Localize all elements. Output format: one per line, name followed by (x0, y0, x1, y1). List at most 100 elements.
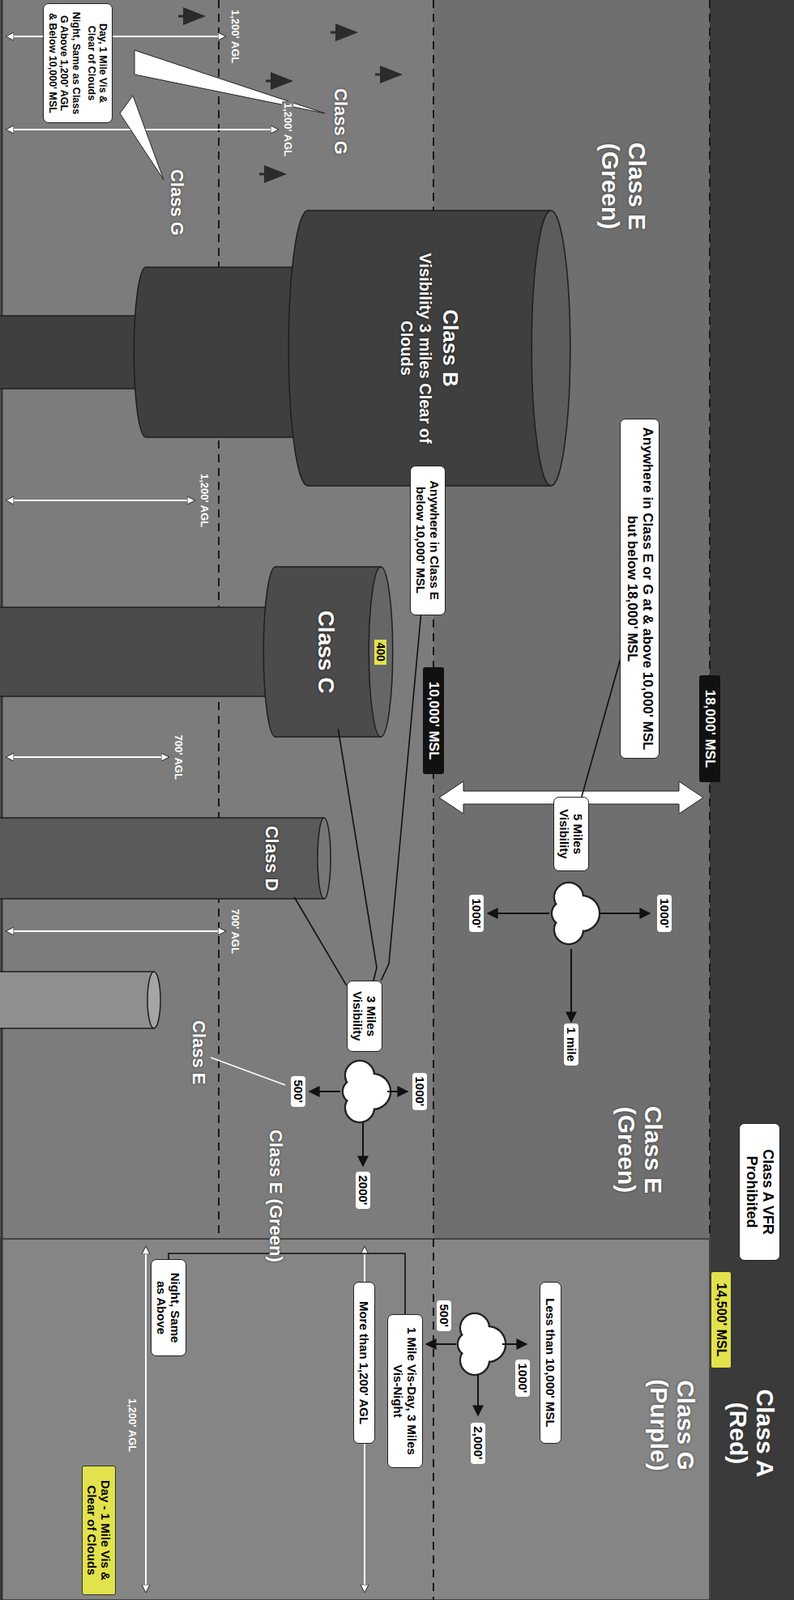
node-text: 10,000' MSL (425, 674, 442, 769)
tree-trunk (330, 31, 336, 35)
clearance-value: 1000' (469, 895, 485, 934)
class-c-cylinder (0, 607, 282, 697)
node-text: 1 Mile Vis-Day, 3 Miles Vis-Night (391, 1322, 420, 1462)
clearance-value: 2000' (355, 1172, 372, 1211)
class-b-cylinder-part (307, 210, 551, 487)
airspace-label: Class E (Green) (597, 109, 651, 264)
class-c-cylinder-part (0, 607, 276, 697)
cloud-symbol (457, 1314, 506, 1376)
class-c-cylinder (263, 567, 393, 738)
cloud-fill (343, 1080, 366, 1103)
clearance-arrow (570, 949, 573, 1023)
class-c-cylinder-part (0, 695, 276, 698)
node-text: Class A VFR Prohibited (742, 1131, 777, 1255)
leader-line (210, 1058, 286, 1086)
node-text: 3 Miles Visibility (350, 988, 380, 1046)
callout-box: Day - 1 Mile Vis & Clear of Clouds (81, 1466, 117, 1597)
class-e-cylinder-part (0, 1028, 154, 1030)
altitude-label: 400 (374, 640, 387, 666)
tree-trunk (265, 80, 271, 83)
callout-box: 18,000' MSL (699, 675, 721, 783)
callout-box: Night, Same as Above (150, 1259, 188, 1358)
callout-box: 14,500' MSL (710, 1272, 732, 1370)
class-e-cylinder-part (0, 971, 154, 974)
clearance-value: 500' (290, 1076, 307, 1109)
ground-line (0, 0, 4, 1600)
clearance-arrow (387, 1091, 408, 1093)
class-b-cylinder-part (145, 266, 308, 269)
altitude-line (708, 0, 711, 1240)
node-text: Less than 10,000' MSL (543, 1289, 558, 1438)
class-d-cylinder-part (0, 817, 325, 820)
class-c-cylinder-part (275, 566, 381, 568)
callout-box: Class A VFR Prohibited (738, 1123, 781, 1262)
clearance-value: 2,000' (470, 1423, 487, 1465)
tree-trunk (178, 15, 184, 18)
clearance-arrow (145, 1247, 147, 1593)
class-c-cylinder-part (275, 567, 381, 738)
callout-box: Anywhere in Class E or G at & above 10,0… (619, 418, 660, 760)
class-b-cylinder (288, 210, 571, 487)
airspace-label: Class A (Red) (725, 1373, 779, 1495)
altitude-label: 1,200' AGL (229, 8, 241, 65)
clearance-value: 1 mile (563, 1024, 580, 1068)
class-b-cylinder-part (0, 388, 146, 390)
class-b-cylinder-part (0, 315, 146, 317)
class-b-cylinder-part (145, 267, 308, 438)
node-text: Day, 1 Mile Vis & Clear of Clouds (85, 10, 110, 116)
callout-box: 10,000' MSL (422, 667, 444, 775)
callout-box: Anywhere in Class E below 10,000' MSL (409, 465, 447, 616)
clearance-arrow (309, 1091, 341, 1093)
tree-symbol (335, 23, 359, 42)
airspace-label: Class G (166, 169, 187, 236)
node-text: Day - 1 Mile Vis & Clear of Clouds (85, 1473, 114, 1589)
clearance-value: 1000' (412, 1073, 428, 1112)
class-b-cylinder-part (0, 315, 146, 389)
node-text: Night, Same as Class G Above 1,200' AGL … (46, 10, 82, 116)
node-text: Anywhere in Class E or G at & above 10,0… (623, 426, 656, 752)
clearance-value: 1000' (657, 895, 673, 934)
node-text: 5 Miles Visibility (557, 804, 586, 865)
class-d-cylinder-part (317, 818, 331, 900)
callout-wedge (119, 95, 164, 180)
class-d-cylinder-part (0, 898, 325, 901)
cloud-symbol (342, 1061, 391, 1123)
class-e-cylinder-part (0, 972, 154, 1029)
clearance-arrow (6, 35, 226, 38)
callout-box: 5 Miles Visibility (553, 797, 590, 872)
altitude-label: 1,200' AGL (198, 472, 210, 530)
callout-box: Day, 1 Mile Vis & Clear of CloudsNight, … (42, 3, 114, 124)
airspace-cylinder: Class C (289, 575, 363, 730)
cloud-fill (458, 1333, 481, 1356)
tree-symbol (183, 7, 206, 26)
node-text: Class B (438, 309, 463, 387)
tree-symbol (270, 72, 294, 90)
airspace-cylinder: Class BVisibility 3 miles Clear of Cloud… (332, 226, 527, 470)
tree-trunk (375, 73, 380, 77)
clearance-arrow (6, 499, 195, 502)
leader-line (380, 615, 421, 982)
clearance-arrow (6, 930, 226, 933)
callout-box: More than 1,200' AGL (353, 1282, 376, 1445)
airspace-label: Class G (Purple) (645, 1357, 700, 1495)
node-text: 18,000' MSL (701, 682, 718, 777)
airspace-label: Class E (Green) (265, 1130, 286, 1244)
class-d-cylinder (0, 818, 331, 900)
leader-line (294, 897, 346, 987)
airspace-label: Class G (330, 88, 351, 155)
clearance-value: 1000' (515, 1360, 531, 1399)
node-text: Night, Same as Above (154, 1267, 184, 1350)
node-text: Class C (312, 610, 339, 695)
altitude-label: 700' AGL (172, 734, 184, 782)
tree-symbol (379, 65, 403, 84)
class-b-cylinder (0, 315, 153, 389)
class-g-region (0, 1239, 710, 1600)
leader-line (337, 729, 377, 982)
class-a-band (709, 0, 794, 1600)
clearance-arrow (477, 1375, 479, 1417)
cloud-symbol (551, 883, 600, 945)
class-b-cylinder-part (531, 210, 571, 487)
class-c-cylinder-part (0, 606, 276, 609)
callout-box: 3 Miles Visibility (346, 981, 384, 1053)
